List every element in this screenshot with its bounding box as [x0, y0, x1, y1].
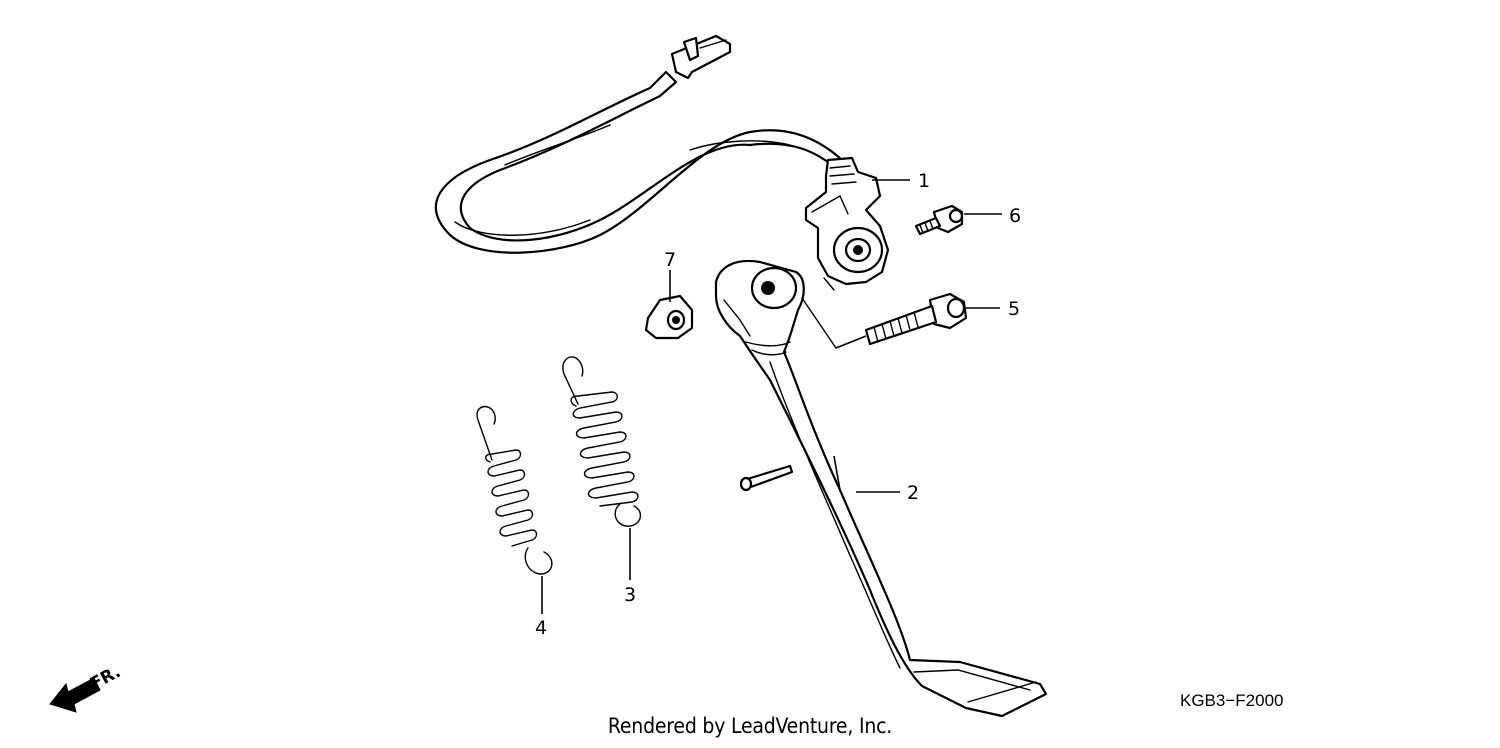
side-stand — [714, 259, 1048, 718]
bolt-small — [914, 204, 964, 236]
footer-credit: Rendered by LeadVenture, Inc. — [607, 714, 893, 738]
callout-7: 7 — [664, 249, 676, 271]
callout-1: 1 — [918, 170, 930, 192]
callout-3: 3 — [624, 584, 636, 606]
spring-large — [562, 356, 642, 580]
callout-5: 5 — [1008, 298, 1020, 320]
wire-harness — [434, 34, 844, 254]
nut — [644, 294, 694, 340]
pivot-bolt — [835, 292, 968, 349]
diagram-code: KGB3−F2000 — [1180, 691, 1284, 710]
callout-4: 4 — [535, 617, 547, 639]
front-direction-arrow-icon: FR. — [49, 662, 124, 713]
spring-small — [476, 405, 553, 614]
side-stand-switch — [804, 156, 890, 291]
callout-6: 6 — [1009, 205, 1021, 227]
callout-2: 2 — [907, 482, 919, 504]
